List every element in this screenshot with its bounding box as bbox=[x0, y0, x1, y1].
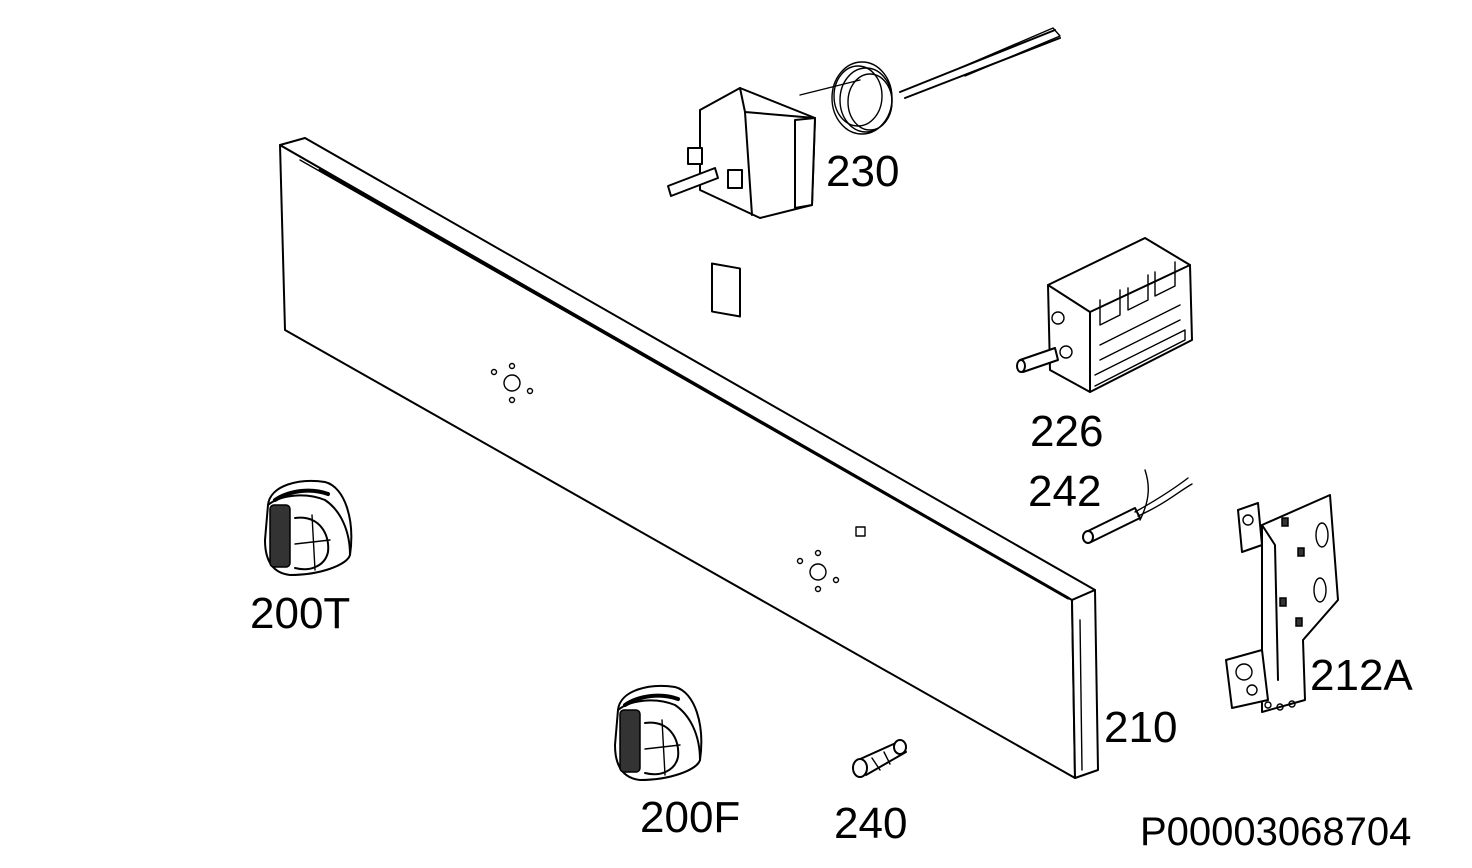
sensor-part bbox=[1082, 469, 1193, 544]
label-230: 230 bbox=[826, 147, 900, 196]
label-242: 242 bbox=[1028, 467, 1102, 516]
knob-top-part bbox=[264, 479, 353, 576]
thermostat-part bbox=[667, 27, 1061, 318]
knob-front-part bbox=[614, 684, 703, 781]
label-212a: 212A bbox=[1310, 651, 1413, 700]
label-200t: 200T bbox=[250, 589, 351, 638]
label-226: 226 bbox=[1030, 407, 1104, 456]
reference-number: P00003068704 bbox=[1140, 810, 1412, 854]
spring-part bbox=[852, 739, 907, 778]
control-panel-part bbox=[279, 137, 1099, 779]
label-210: 210 bbox=[1104, 703, 1178, 752]
bracket-part bbox=[1225, 494, 1339, 713]
selector-switch-part bbox=[1016, 237, 1193, 393]
label-240: 240 bbox=[834, 799, 908, 848]
label-200f: 200F bbox=[640, 793, 741, 842]
